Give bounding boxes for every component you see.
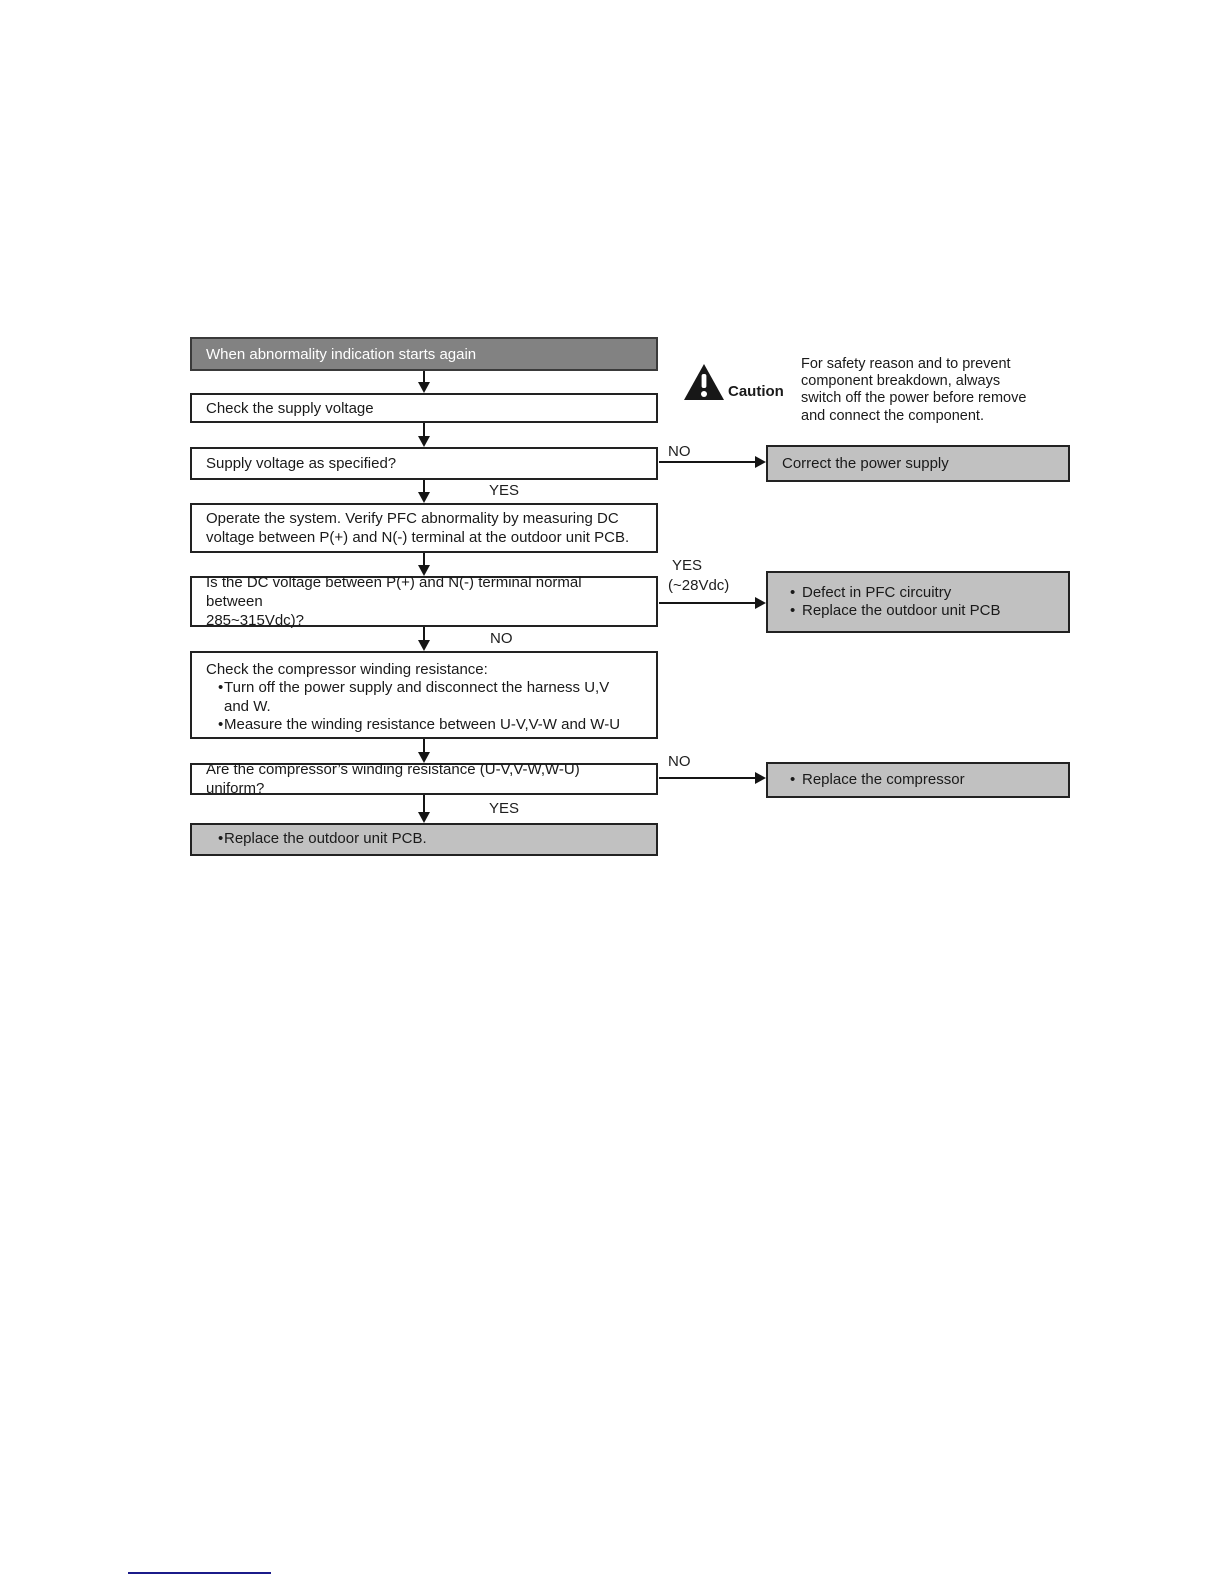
- arrow-right-icon: [755, 772, 766, 784]
- replace-pcb-item: • Replace the outdoor unit PCB.: [192, 830, 656, 849]
- arrow-down-icon: [418, 640, 430, 651]
- label-no-supply: NO: [668, 443, 691, 460]
- flow-node-uniform-question: Are the compressor’s winding resistance …: [190, 761, 658, 797]
- label-yes-supply: YES: [489, 482, 520, 499]
- flow-node-check-supply-voltage-label: Check the supply voltage: [206, 399, 374, 417]
- arrow-line: [423, 423, 425, 437]
- flow-node-correct-power-supply-label: Correct the power supply: [782, 455, 949, 472]
- arrow-down-icon: [418, 812, 430, 823]
- arrow-down-icon: [418, 382, 430, 393]
- flow-node-dc-voltage-question-label: Is the DC voltage between P(+) and N(-) …: [206, 574, 582, 629]
- replace-compressor-text: Replace the compressor: [802, 770, 965, 788]
- pfc-defect-item-2: • Replace the outdoor unit PCB: [768, 602, 1068, 621]
- arrow-right-icon: [755, 456, 766, 468]
- arrow-line: [423, 553, 425, 566]
- arrow-line: [659, 777, 756, 779]
- arrow-down-icon: [418, 436, 430, 447]
- flow-node-replace-compressor: • Replace the compressor: [766, 762, 1070, 798]
- flow-node-start: When abnormality indication starts again: [190, 337, 658, 371]
- bullet-glyph: •: [790, 602, 796, 619]
- bullet-glyph: •: [218, 716, 224, 733]
- bullet-glyph: •: [790, 583, 796, 601]
- arrow-line: [659, 461, 756, 463]
- flow-node-check-supply-voltage: Check the supply voltage: [190, 393, 658, 423]
- arrow-down-icon: [418, 565, 430, 576]
- flow-node-supply-voltage-question: Supply voltage as specified?: [190, 447, 658, 480]
- label-yes-dc-voltage: (~28Vdc): [668, 577, 730, 594]
- replace-compressor-item: • Replace the compressor: [768, 771, 1068, 790]
- flow-node-operate-system-label: Operate the system. Verify PFC abnormali…: [206, 510, 630, 546]
- caution-label: Caution: [728, 383, 784, 400]
- arrow-line: [423, 627, 425, 641]
- flow-node-check-winding-resistance: Check the compressor winding resistance:…: [190, 651, 658, 739]
- warning-triangle-icon: [684, 364, 724, 400]
- arrow-line: [659, 602, 756, 604]
- flow-node-correct-power-supply: Correct the power supply: [766, 445, 1070, 482]
- label-yes-uniform: YES: [489, 800, 520, 817]
- arrow-line: [423, 371, 425, 383]
- flow-node-operate-system: Operate the system. Verify PFC abnormali…: [190, 503, 658, 553]
- label-yes-dc: YES: [672, 557, 703, 574]
- arrow-line: [423, 795, 425, 813]
- flow-node-uniform-question-label: Are the compressor’s winding resistance …: [206, 761, 580, 797]
- arrow-right-icon: [755, 597, 766, 609]
- flow-node-replace-outdoor-pcb: • Replace the outdoor unit PCB.: [190, 823, 658, 856]
- pfc-defect-text: Defect in PFC circuitry: [802, 583, 952, 601]
- bullet-glyph: •: [218, 830, 224, 848]
- winding-title: Check the compressor winding resistance:: [206, 661, 488, 678]
- winding-step-1-text: Turn off the power supply and disconnect…: [224, 679, 610, 715]
- pfc-defect-item-1: • Defect in PFC circuitry: [768, 584, 1068, 603]
- arrow-down-icon: [418, 752, 430, 763]
- replace-pcb-text: Replace the outdoor unit PCB.: [224, 830, 427, 848]
- bullet-glyph: •: [218, 679, 224, 696]
- arrow-line: [423, 480, 425, 493]
- winding-step-2-text: Measure the winding resistance between U…: [224, 716, 621, 733]
- flow-node-dc-voltage-question: Is the DC voltage between P(+) and N(-) …: [190, 574, 658, 629]
- bullet-glyph: •: [790, 770, 796, 788]
- caution-text: For safety reason and to prevent compone…: [801, 356, 1027, 424]
- flow-node-start-label: When abnormality indication starts again: [206, 345, 477, 363]
- arrow-line: [423, 739, 425, 753]
- arrow-down-icon: [418, 492, 430, 503]
- label-no-dc: NO: [490, 630, 513, 647]
- footer-link-underline: [128, 1572, 271, 1574]
- winding-step-2: • Measure the winding resistance between…: [192, 716, 656, 735]
- flow-node-pfc-defect: • Defect in PFC circuitry • Replace the …: [766, 571, 1070, 633]
- flow-node-supply-voltage-question-label: Supply voltage as specified?: [206, 455, 397, 472]
- winding-step-1: • Turn off the power supply and disconne…: [192, 679, 656, 716]
- pfc-replace-text: Replace the outdoor unit PCB: [802, 602, 1001, 619]
- label-no-uniform: NO: [668, 753, 691, 770]
